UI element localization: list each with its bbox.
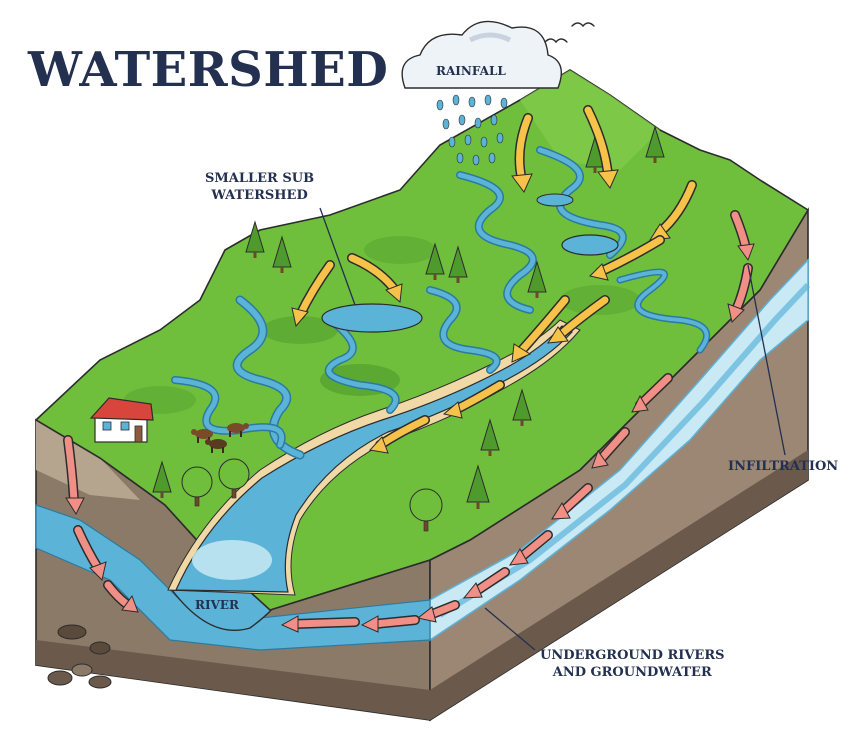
rock-icon <box>89 676 111 688</box>
sub-watershed-label: SMALLER SUB WATERSHED <box>205 170 314 204</box>
underground-label: UNDERGROUND RIVERS AND GROUNDWATER <box>540 647 725 681</box>
sub-watershed-label-line1: SMALLER SUB <box>205 170 314 187</box>
rock-icon <box>48 671 72 685</box>
underground-label-line2: AND GROUNDWATER <box>540 664 725 681</box>
rock-icon <box>90 642 110 654</box>
sub-watershed-label-line2: WATERSHED <box>205 187 314 204</box>
river-highlight <box>192 540 272 580</box>
pond-sub-watershed <box>322 304 422 332</box>
pond-3 <box>537 194 573 206</box>
river-label: RIVER <box>195 597 239 614</box>
infiltration-label: INFILTRATION <box>728 458 838 475</box>
underground-label-line1: UNDERGROUND RIVERS <box>540 647 725 664</box>
bird-icon <box>545 23 594 42</box>
rock-icon <box>58 625 86 639</box>
page-title: WATERSHED <box>28 42 388 98</box>
rock-icon <box>72 664 92 676</box>
pond-2 <box>562 235 618 255</box>
rainfall-label: RAINFALL <box>436 63 506 80</box>
hill-shade-4 <box>364 236 436 264</box>
